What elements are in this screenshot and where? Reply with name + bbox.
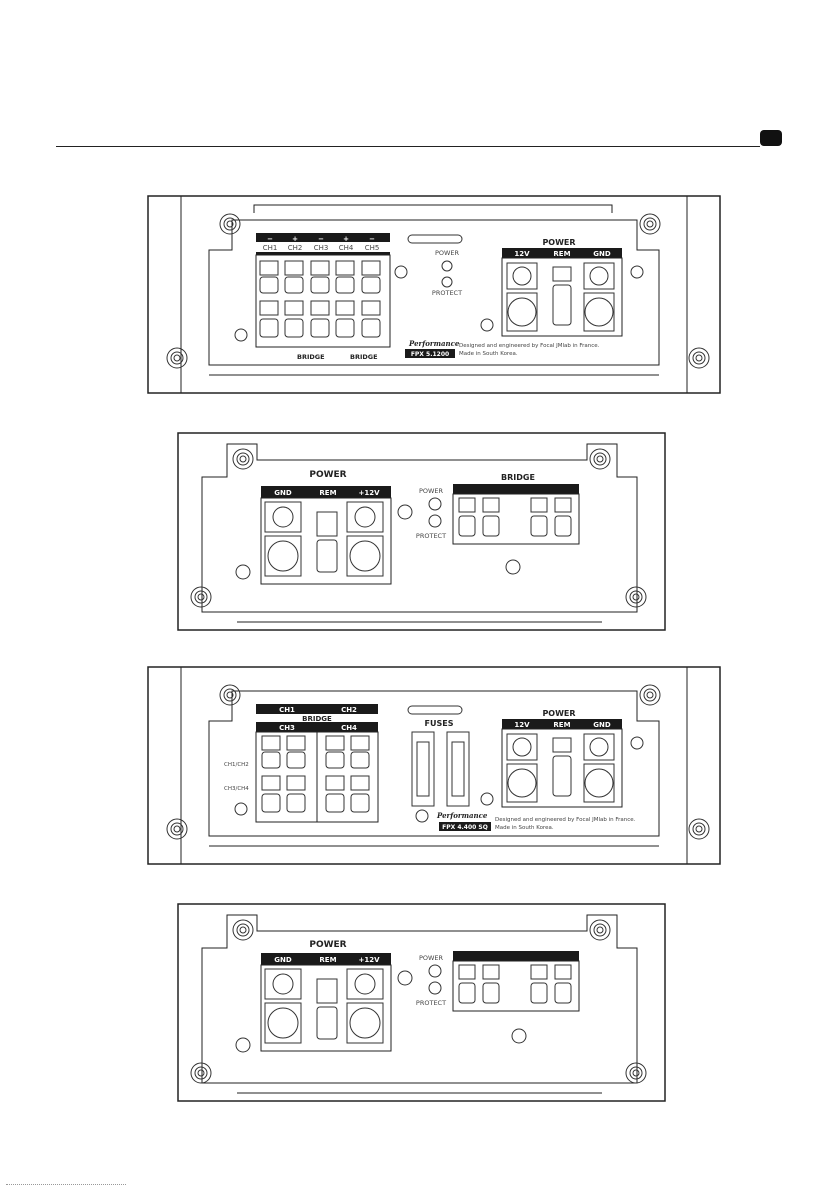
sign: −: [369, 235, 375, 243]
ch-label: CH5: [365, 244, 380, 252]
power-col: GND: [274, 489, 292, 497]
amp-panel-4: POWER GND REM +12V POWER PROTECT: [177, 903, 667, 1103]
power-col: REM: [553, 721, 570, 729]
power-col: GND: [274, 956, 292, 964]
protect-led-label: PROTECT: [416, 999, 446, 1007]
power-title: POWER: [309, 470, 346, 480]
sign: −: [318, 235, 324, 243]
amp-panel-fpx-4-400-sq: CH1 CH2 BRIDGE CH3 CH4 CH1/CH2 CH3/CH4 F…: [147, 666, 721, 866]
brand-logo: Performance: [436, 811, 488, 820]
sign: +: [318, 253, 324, 261]
power-title: POWER: [309, 940, 346, 950]
power-col: GND: [593, 721, 611, 729]
power-led-label: POWER: [419, 954, 444, 962]
footer-mark: [6, 1184, 126, 1186]
bridge-label-left: BRIDGE: [297, 353, 325, 361]
bridge-title: BRIDGE: [501, 473, 535, 482]
row-label: CH1/CH2: [224, 762, 249, 768]
power-col: +12V: [358, 489, 380, 497]
model-badge: FPX 4.400 SQ: [442, 824, 488, 831]
power-led-label: POWER: [419, 487, 444, 495]
desc-line-1: Designed and engineered by Focal JMlab i…: [495, 817, 636, 823]
sign: +: [267, 253, 273, 261]
power-col: REM: [553, 250, 570, 258]
desc-line-1: Designed and engineered by Focal JMlab i…: [459, 343, 600, 349]
fuse-holders: [411, 731, 470, 807]
ch-label: CH3: [279, 724, 295, 732]
ch-label: CH2: [288, 244, 303, 252]
amp-panel-2: POWER GND REM +12V POWER PROTECT BRIDGE: [177, 432, 667, 632]
power-title: POWER: [542, 238, 575, 247]
brand-logo: Performance: [408, 339, 460, 348]
power-col: REM: [319, 489, 336, 497]
ch-signs-top: − + − + −: [267, 235, 375, 243]
sign: +: [343, 235, 349, 243]
sign: −: [267, 235, 273, 243]
header-rule: [56, 146, 760, 147]
power-col: GND: [593, 250, 611, 258]
row-label: CH3/CH4: [224, 786, 249, 792]
model-badge: FPX 5.1200: [411, 351, 449, 358]
amp-panel-fpx-5-1200: − + − + − CH1 CH2 CH3 CH4 CH5 + − + − + …: [147, 195, 721, 395]
ch-label: CH3: [314, 244, 329, 252]
fuses-label: FUSES: [425, 719, 454, 728]
protect-led-label: PROTECT: [416, 532, 446, 540]
ch-label: CH4: [341, 724, 357, 732]
power-col: REM: [319, 956, 336, 964]
sign: +: [369, 253, 375, 261]
ch-label: CH4: [339, 244, 354, 252]
power-col: +12V: [358, 956, 380, 964]
power-led-label: POWER: [435, 249, 460, 257]
desc-line-2: Made in South Korea.: [495, 825, 554, 831]
ch-label: CH1: [263, 244, 278, 252]
sign: −: [292, 253, 298, 261]
sign: +: [292, 235, 298, 243]
protect-led-label: PROTECT: [432, 289, 462, 297]
ch-label: CH1: [279, 706, 295, 714]
sign: −: [343, 253, 349, 261]
terminal-grid: [259, 260, 381, 338]
desc-line-2: Made in South Korea.: [459, 351, 518, 357]
ch-label: CH2: [341, 706, 357, 714]
power-col: 12V: [514, 721, 530, 729]
bridge-label: BRIDGE: [302, 715, 332, 723]
page-tab: [760, 130, 782, 146]
power-col: 12V: [514, 250, 530, 258]
power-title: POWER: [542, 709, 575, 718]
bridge-label-right: BRIDGE: [350, 353, 378, 361]
